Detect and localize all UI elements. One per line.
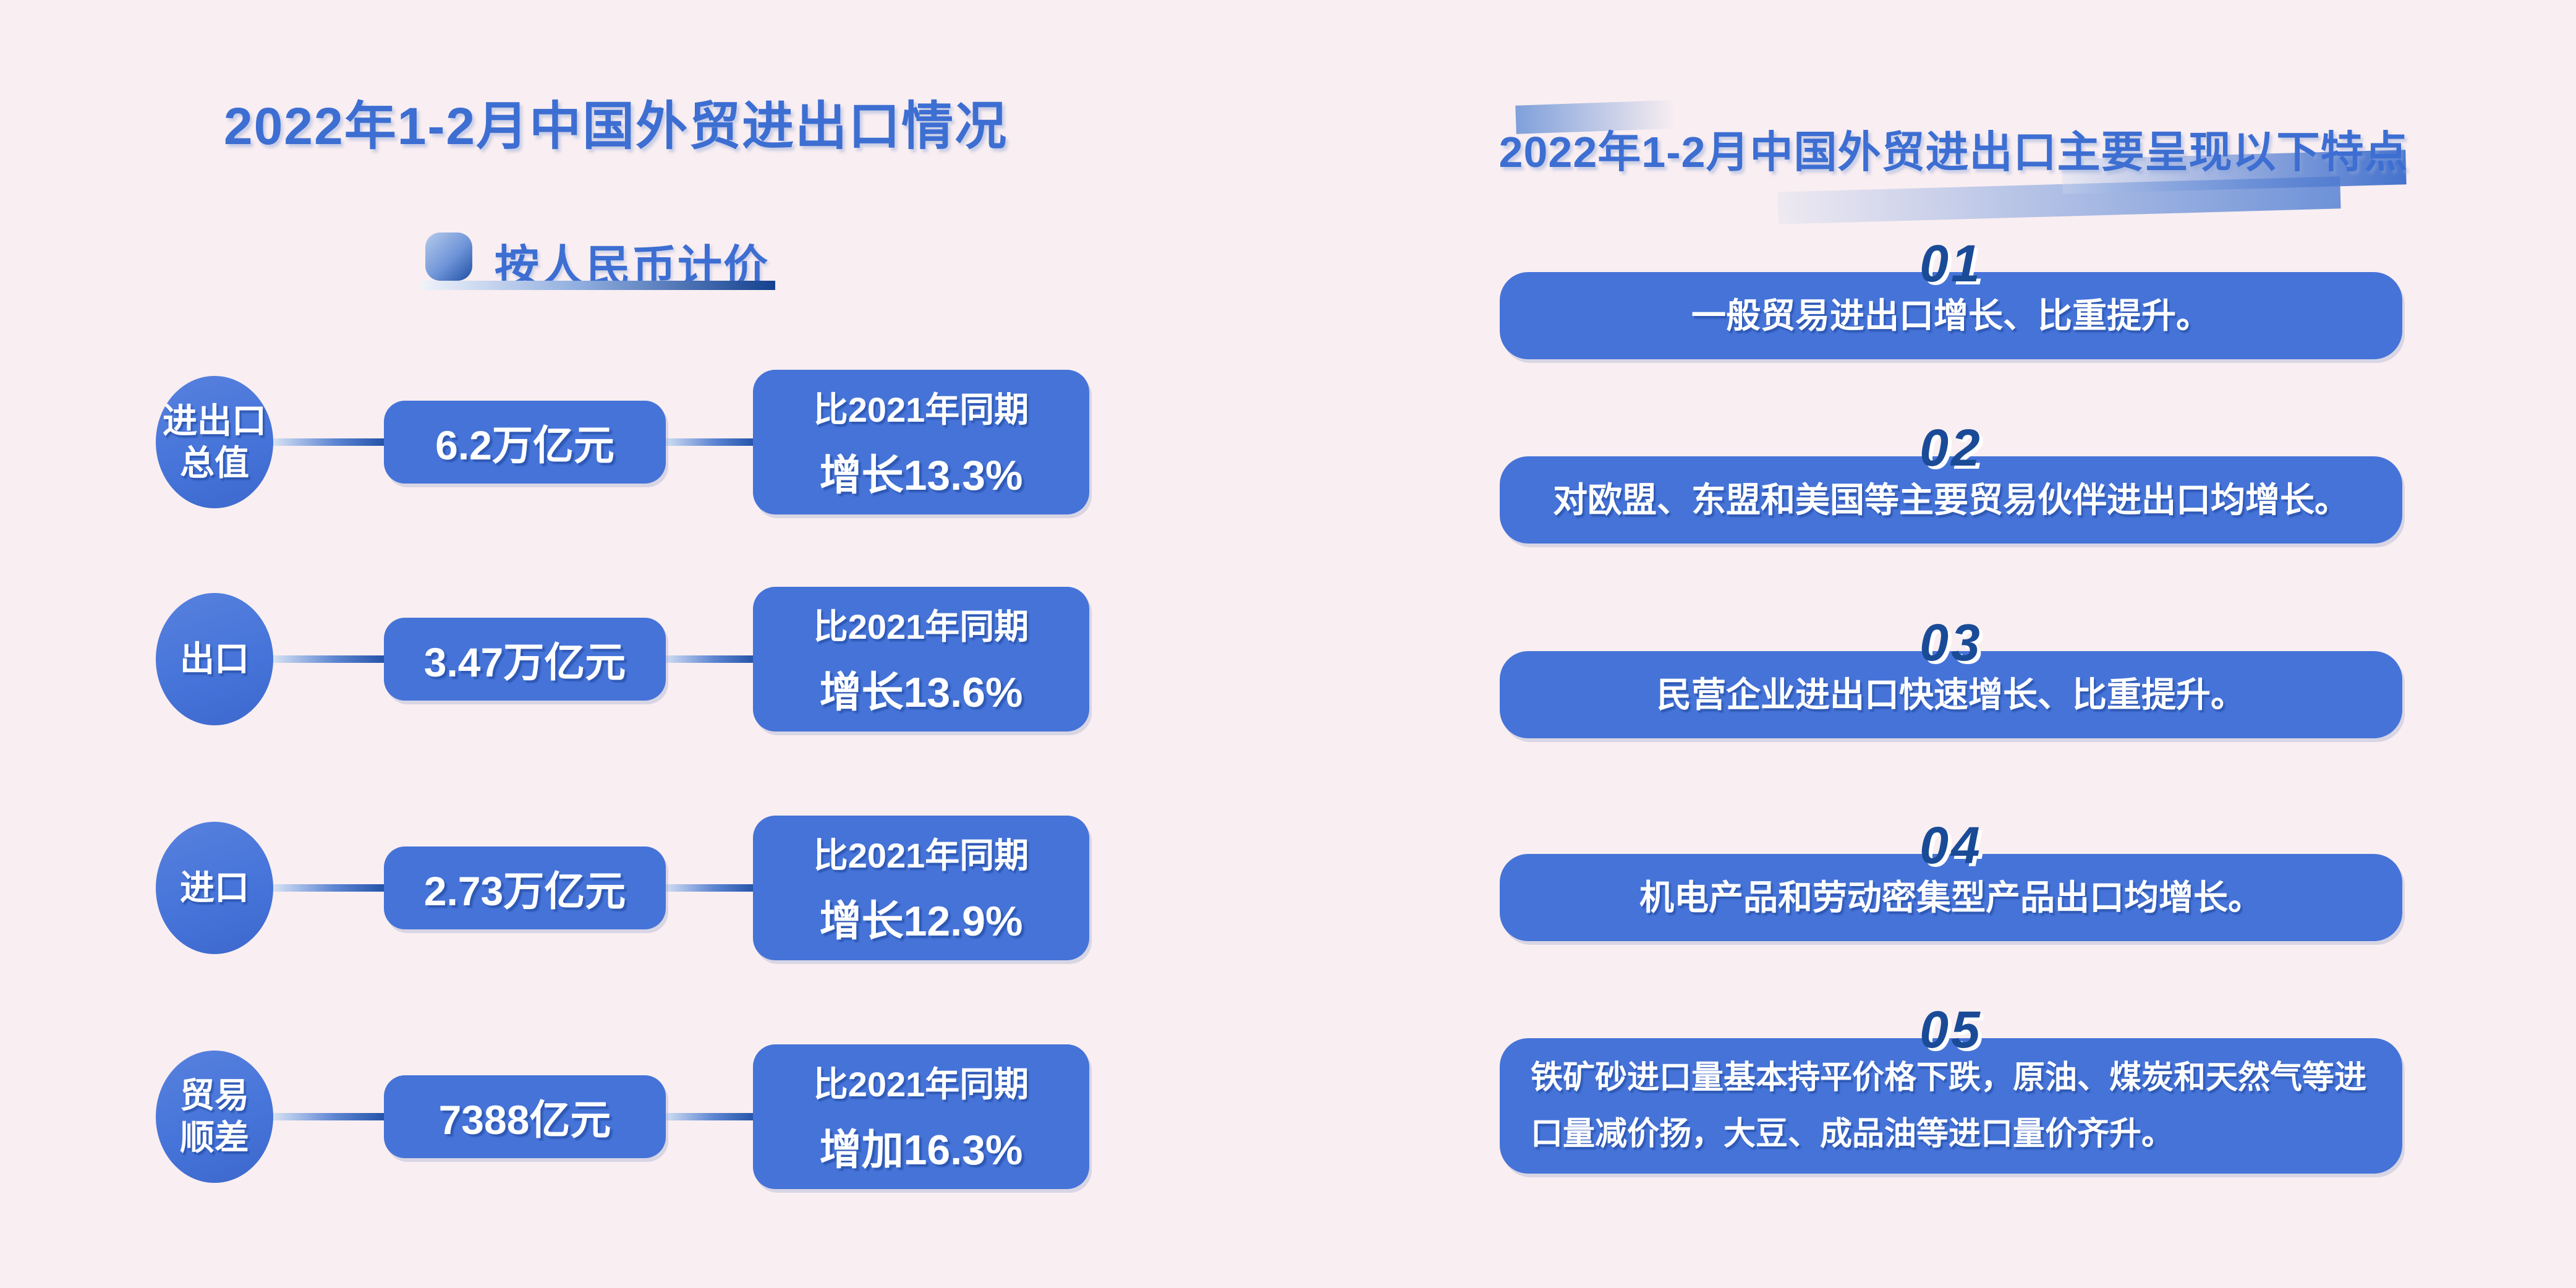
connector-line <box>270 884 388 892</box>
feature-number: 04 <box>1919 816 1983 874</box>
compare-change: 增长13.6% <box>819 669 1023 716</box>
right-panel-title: 2022年1-2月中国外贸进出口主要呈现以下特点 <box>1498 128 2408 176</box>
subtitle-underline <box>422 281 775 290</box>
feature-text: 对欧盟、东盟和美国等主要贸易伙伴进出口均增长。 <box>1553 480 2349 519</box>
compare-box: 比2021年同期 增长13.6% <box>753 587 1089 731</box>
connector-line <box>660 1113 758 1120</box>
trade-category-circle: 贸易 顺差 <box>156 1051 273 1183</box>
compare-change: 增长12.9% <box>819 898 1023 945</box>
feature-card: 民营企业进出口快速增长、比重提升。 <box>1500 651 2402 738</box>
connector-line <box>660 655 758 663</box>
compare-change: 增加16.3% <box>819 1127 1023 1174</box>
trade-value: 2.73万亿元 <box>423 868 626 914</box>
compare-box: 比2021年同期 增长12.9% <box>753 816 1089 960</box>
trade-category-circle: 出口 <box>156 593 273 725</box>
feature-card: 一般贸易进出口增长、比重提升。 <box>1500 272 2402 359</box>
trade-value: 3.47万亿元 <box>423 639 626 685</box>
feature-item: 03 民营企业进出口快速增长、比重提升。 <box>1500 616 2402 738</box>
trade-category-circle: 进出口 总值 <box>156 376 273 508</box>
connector-line <box>660 884 758 892</box>
feature-number: 01 <box>1919 234 1983 292</box>
compare-prefix: 比2021年同期 <box>813 390 1029 429</box>
trade-value-box: 6.2万亿元 <box>384 401 666 484</box>
compare-box: 比2021年同期 增长13.3% <box>753 370 1089 514</box>
trade-value: 6.2万亿元 <box>435 422 614 468</box>
subtitle-group: 按人民币计价 <box>422 229 793 297</box>
trade-category-label-line: 出口 <box>180 639 249 678</box>
trade-category-label-line: 顺差 <box>180 1118 249 1157</box>
feature-number: 03 <box>1919 613 1983 672</box>
compare-prefix: 比2021年同期 <box>813 1065 1029 1104</box>
feature-card: 铁矿砂进口量基本持平价格下跌，原油、煤炭和天然气等进口量减价扬，大豆、成品油等进… <box>1500 1038 2402 1174</box>
trade-category-label-line: 进口 <box>180 868 249 907</box>
compare-change: 增长13.3% <box>819 452 1023 499</box>
feature-card: 对欧盟、东盟和美国等主要贸易伙伴进出口均增长。 <box>1500 456 2402 544</box>
trade-category-label-line: 贸易 <box>180 1075 249 1115</box>
connector-line <box>270 655 388 663</box>
trade-category-circle: 进口 <box>156 822 273 954</box>
trade-category-label-line: 进出口 <box>163 401 266 440</box>
compare-prefix: 比2021年同期 <box>813 607 1029 646</box>
feature-text: 机电产品和劳动密集型产品出口均增长。 <box>1639 877 2263 917</box>
connector-line <box>270 438 388 446</box>
feature-number: 02 <box>1919 419 1983 477</box>
trade-value: 7388亿元 <box>438 1097 611 1143</box>
compare-prefix: 比2021年同期 <box>813 836 1029 875</box>
feature-number: 05 <box>1919 1000 1983 1059</box>
feature-item: 04 机电产品和劳动密集型产品出口均增长。 <box>1500 819 2402 941</box>
feature-item: 01 一般贸易进出口增长、比重提升。 <box>1500 237 2402 359</box>
feature-text: 一般贸易进出口增长、比重提升。 <box>1691 296 2211 335</box>
feature-card: 机电产品和劳动密集型产品出口均增长。 <box>1500 854 2402 941</box>
feature-text: 铁矿砂进口量基本持平价格下跌，原油、煤炭和天然气等进口量减价扬，大豆、成品油等进… <box>1531 1059 2367 1152</box>
feature-item: 05 铁矿砂进口量基本持平价格下跌，原油、煤炭和天然气等进口量减价扬，大豆、成品… <box>1500 1004 2402 1174</box>
left-panel-title: 2022年1-2月中国外贸进出口情况 <box>223 97 1008 155</box>
rounded-square-icon <box>425 232 472 281</box>
connector-line <box>270 1113 388 1120</box>
feature-text: 民营企业进出口快速增长、比重提升。 <box>1657 675 2245 714</box>
trade-value-box: 7388亿元 <box>384 1075 666 1158</box>
trade-value-box: 3.47万亿元 <box>384 618 666 701</box>
connector-line <box>660 438 758 446</box>
compare-box: 比2021年同期 增加16.3% <box>753 1044 1089 1189</box>
feature-item: 02 对欧盟、东盟和美国等主要贸易伙伴进出口均增长。 <box>1500 422 2402 544</box>
trade-value-box: 2.73万亿元 <box>384 847 666 929</box>
trade-category-label-line: 总值 <box>180 443 249 482</box>
